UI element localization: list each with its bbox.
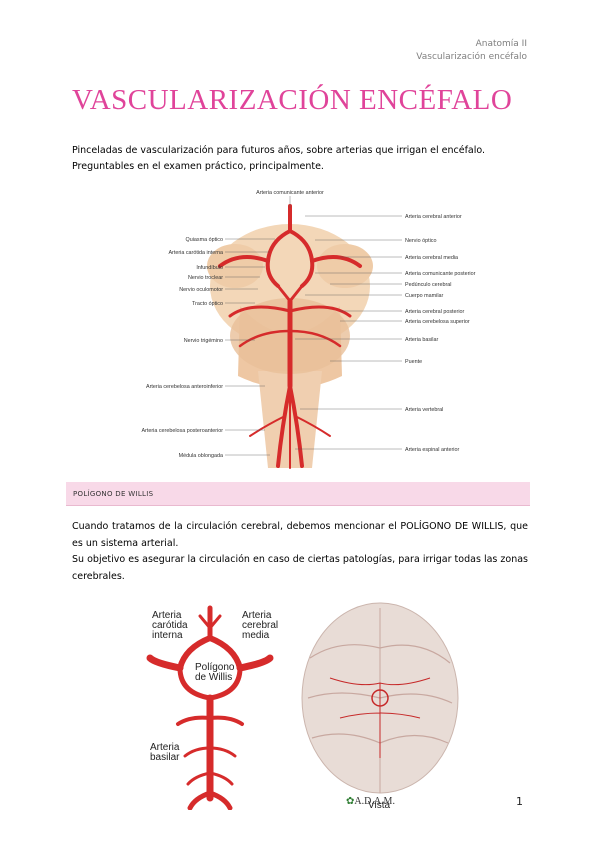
label-cerebral-media: Arteria cerebral media bbox=[405, 255, 458, 261]
label-tracto-optico: Tracto óptico bbox=[192, 301, 223, 307]
left-labels: Quiasma óptico Arteria carótida interna … bbox=[141, 237, 223, 459]
label-media-2: cerebral bbox=[242, 620, 278, 631]
label-arteria-basilar: Arteria basilar bbox=[405, 337, 438, 343]
label-cerebelosa-superior: Arteria cerebelosa superior bbox=[405, 319, 470, 325]
label-carotida-interna: Arteria carótida interna bbox=[168, 250, 223, 256]
label-media-3: media bbox=[242, 630, 270, 641]
page-title: VASCULARIZACIÓN ENCÉFALO bbox=[72, 84, 513, 116]
label-nervio-oculomotor: Nervio oculomotor bbox=[179, 287, 223, 293]
label-arteria-vertebral: Arteria vertebral bbox=[405, 407, 443, 413]
label-media-1: Arteria bbox=[242, 610, 272, 621]
label-nervio-trigemino: Nervio trigémino bbox=[184, 338, 223, 344]
label-comunicante-anterior: Arteria comunicante anterior bbox=[256, 190, 324, 196]
section-label: POLÍGONO DE WILLIS bbox=[73, 490, 154, 498]
brain-photo-illustration: Vista bbox=[301, 602, 459, 810]
page-number: 1 bbox=[516, 795, 523, 808]
artery-network bbox=[218, 204, 362, 469]
label-puente: Puente bbox=[405, 359, 422, 365]
label-carotida-3: interna bbox=[152, 630, 183, 641]
intro-paragraph: Pinceladas de vascularización para futur… bbox=[72, 143, 532, 175]
circle-of-willis-figure: Arteria carótida interna Arteria cerebra… bbox=[146, 602, 459, 810]
label-espinal-anterior: Arteria espinal anterior bbox=[405, 447, 459, 453]
label-cuerpo-mamilar: Cuerpo mamilar bbox=[405, 293, 444, 299]
label-vista: Vista bbox=[368, 800, 390, 810]
right-labels: Arteria cerebral anterior Nervio óptico … bbox=[405, 214, 476, 453]
label-nervio-optico: Nervio óptico bbox=[405, 238, 436, 244]
body-paragraph-2: Su objetivo es asegurar la circulación e… bbox=[72, 554, 528, 582]
label-medula-oblongada: Médula oblongada bbox=[179, 453, 223, 459]
running-header: Anatomía II Vascularización encéfalo bbox=[416, 38, 527, 64]
label-infundibulo: Infundíbulo bbox=[196, 265, 223, 271]
label-poligono-1: Polígono bbox=[195, 662, 235, 673]
leaf-icon: ✿ bbox=[346, 796, 355, 807]
willis-labels: Arteria carótida interna Arteria cerebra… bbox=[150, 610, 278, 763]
label-quiasma-optico: Quiasma óptico bbox=[186, 237, 223, 243]
intro-line-1: Pinceladas de vascularización para futur… bbox=[72, 145, 486, 156]
label-cerebelosa-posteroanterior: Arteria cerebelosa posteroanterior bbox=[141, 428, 223, 434]
label-cerebelosa-anteroinferior: Arteria cerebelosa anteroinferior bbox=[146, 384, 223, 390]
label-nervio-troclear: Nervio troclear bbox=[188, 275, 223, 281]
label-cerebral-anterior: Arteria cerebral anterior bbox=[405, 214, 462, 220]
body-paragraph-1: Cuando tratamos de la circulación cerebr… bbox=[72, 521, 528, 549]
label-basilar-2: basilar bbox=[150, 752, 180, 763]
brain-base-arteries-figure: Arteria comunicante anterior Quiasma ópt… bbox=[141, 190, 476, 469]
label-carotida-2: carótida bbox=[152, 620, 188, 631]
label-cerebral-posterior: Arteria cerebral posterior bbox=[405, 309, 465, 315]
header-course: Anatomía II bbox=[475, 39, 527, 49]
label-pedunculo-cerebral: Pedúnculo cerebral bbox=[405, 282, 451, 288]
logo-text: A.D.A.M. bbox=[354, 796, 395, 807]
willis-artery-diagram bbox=[146, 605, 274, 810]
adam-logo: ✿A.D.A.M. bbox=[346, 796, 395, 807]
section-header-poligono: POLÍGONO DE WILLIS bbox=[66, 482, 530, 506]
header-topic: Vascularización encéfalo bbox=[416, 52, 527, 62]
label-comunicante-posterior: Arteria comunicante posterior bbox=[405, 271, 476, 277]
label-basilar-1: Arteria bbox=[150, 742, 180, 753]
label-poligono-2: de Willis bbox=[195, 672, 232, 683]
leader-lines bbox=[225, 196, 402, 456]
body-paragraphs: Cuando tratamos de la circulación cerebr… bbox=[72, 519, 528, 585]
intro-line-2: Preguntables en el examen práctico, prin… bbox=[72, 161, 324, 172]
label-carotida-1: Arteria bbox=[152, 610, 182, 621]
